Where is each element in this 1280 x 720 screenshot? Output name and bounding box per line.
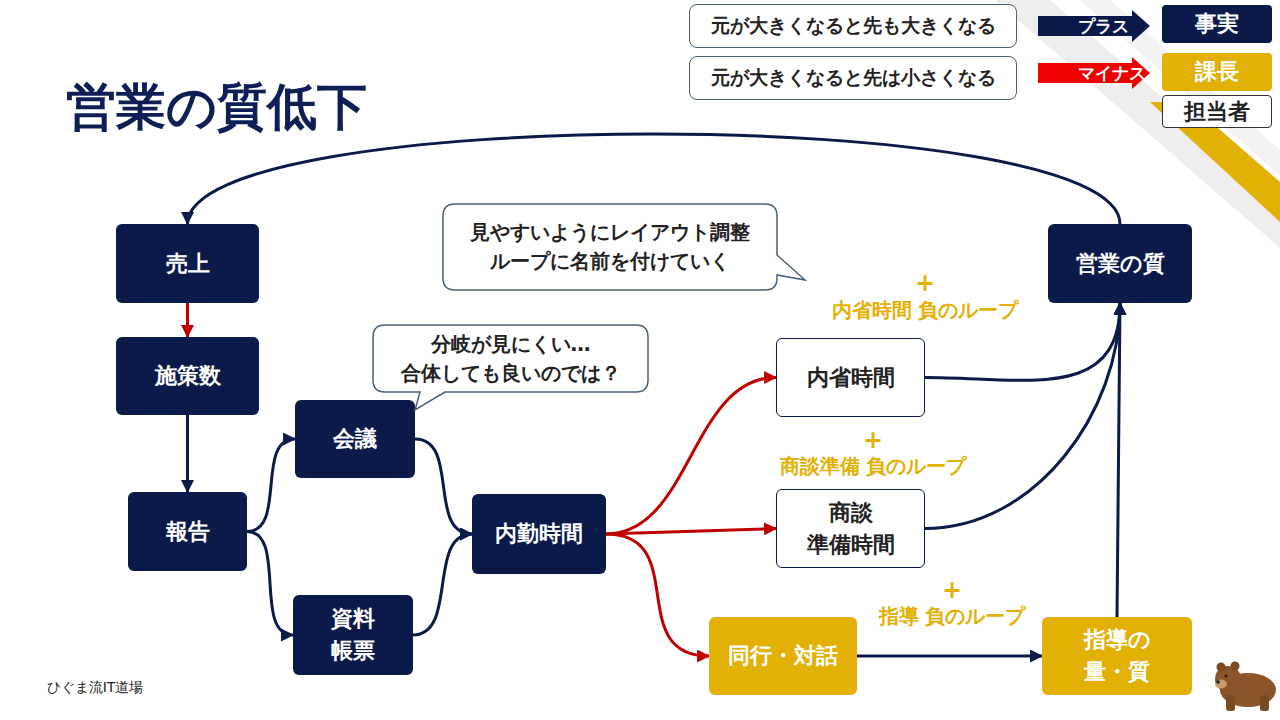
legend-note: 元が大きくなると先も大きくなる bbox=[689, 4, 1017, 48]
loop-name: 指導 負のループ bbox=[879, 603, 1026, 630]
connector-arrow bbox=[186, 415, 189, 492]
connector-arrow bbox=[1117, 303, 1120, 617]
process-box: 内省時間 bbox=[776, 338, 925, 417]
legend-item: マイナス bbox=[1038, 57, 1150, 89]
node-text: 指導の 量・質 bbox=[1077, 624, 1157, 688]
bubble-outline-path bbox=[443, 204, 805, 290]
process-box: 資料 帳票 bbox=[293, 595, 413, 675]
legend-text: プラス bbox=[1078, 15, 1129, 38]
speech-bubble: 分岐が見にくい… 合体しても良いのでは？ bbox=[373, 325, 648, 392]
legend-arrow-swatch bbox=[1038, 10, 1150, 42]
diagonal-stripe bbox=[995, 0, 1280, 248]
legend-item: 事実 bbox=[1162, 5, 1272, 43]
process-box: 営業の質 bbox=[1048, 224, 1192, 303]
node-text: 施策数 bbox=[155, 360, 221, 392]
footer-text: ひぐま流IT道場 bbox=[47, 679, 144, 697]
loop-sign: + bbox=[915, 269, 935, 297]
loop-name: 内省時間 負のループ bbox=[832, 297, 1019, 324]
legend-note: 元が大きくなると先は小さくなる bbox=[689, 56, 1017, 100]
legend-arrow-swatch bbox=[1038, 57, 1150, 89]
process-box: 内勤時間 bbox=[472, 494, 606, 574]
node-text: 内省時間 bbox=[807, 362, 895, 394]
node-text: 会議 bbox=[333, 423, 377, 455]
process-box: 会議 bbox=[295, 400, 415, 478]
process-box: 同行・対話 bbox=[709, 617, 857, 695]
bear-illustration bbox=[1215, 662, 1276, 712]
node-text: 内勤時間 bbox=[495, 518, 583, 550]
loop-sign: + bbox=[863, 426, 883, 454]
connector-arrow bbox=[413, 534, 472, 635]
legend-text: マイナス bbox=[1078, 62, 1146, 85]
bubble-outline-path bbox=[373, 325, 648, 410]
connector-arrow bbox=[247, 439, 295, 532]
connector-arrow bbox=[925, 303, 1120, 529]
node-text: 商談 準備時間 bbox=[801, 497, 901, 561]
loop-sign: + bbox=[942, 576, 962, 604]
node-text: 分岐が見にくい… 合体しても良いのでは？ bbox=[396, 330, 626, 388]
legend-text: 事実 bbox=[1195, 9, 1239, 39]
node-text: 営業の質 bbox=[1076, 248, 1165, 280]
connector-arrow bbox=[857, 655, 1042, 658]
speech-bubble: 見やすいようにレイアウト調整 ループに名前を付けていく bbox=[443, 204, 777, 290]
node-text: 報告 bbox=[166, 516, 210, 548]
process-box: 売上 bbox=[116, 224, 259, 303]
node-text: 同行・対話 bbox=[728, 640, 838, 672]
process-box: 商談 準備時間 bbox=[776, 489, 925, 568]
process-box: 施策数 bbox=[116, 337, 259, 415]
legend-text: 課長 bbox=[1195, 57, 1239, 87]
legend-text: 担当者 bbox=[1184, 97, 1250, 127]
connector-arrow bbox=[415, 439, 472, 534]
connector-arrow bbox=[606, 378, 776, 535]
bubble-outline bbox=[443, 204, 777, 290]
connector-arrow bbox=[606, 534, 709, 656]
node-text: 資料 帳票 bbox=[323, 603, 383, 667]
connector-arrow bbox=[247, 532, 293, 636]
node-text: 売上 bbox=[166, 248, 210, 280]
loop-name: 商談準備 負のループ bbox=[780, 453, 967, 480]
connector-arrow bbox=[606, 529, 776, 535]
node-text: 見やすいようにレイアウト調整 ループに名前を付けていく bbox=[460, 218, 760, 276]
legend-item: プラス bbox=[1038, 10, 1150, 42]
process-box: 指導の 量・質 bbox=[1042, 617, 1192, 695]
process-box: 報告 bbox=[128, 492, 247, 571]
diagram-title: 営業の質低下 bbox=[66, 74, 367, 141]
legend-item: 担当者 bbox=[1162, 95, 1272, 128]
legend-item: 課長 bbox=[1162, 53, 1272, 91]
connector-arrow bbox=[186, 303, 189, 337]
